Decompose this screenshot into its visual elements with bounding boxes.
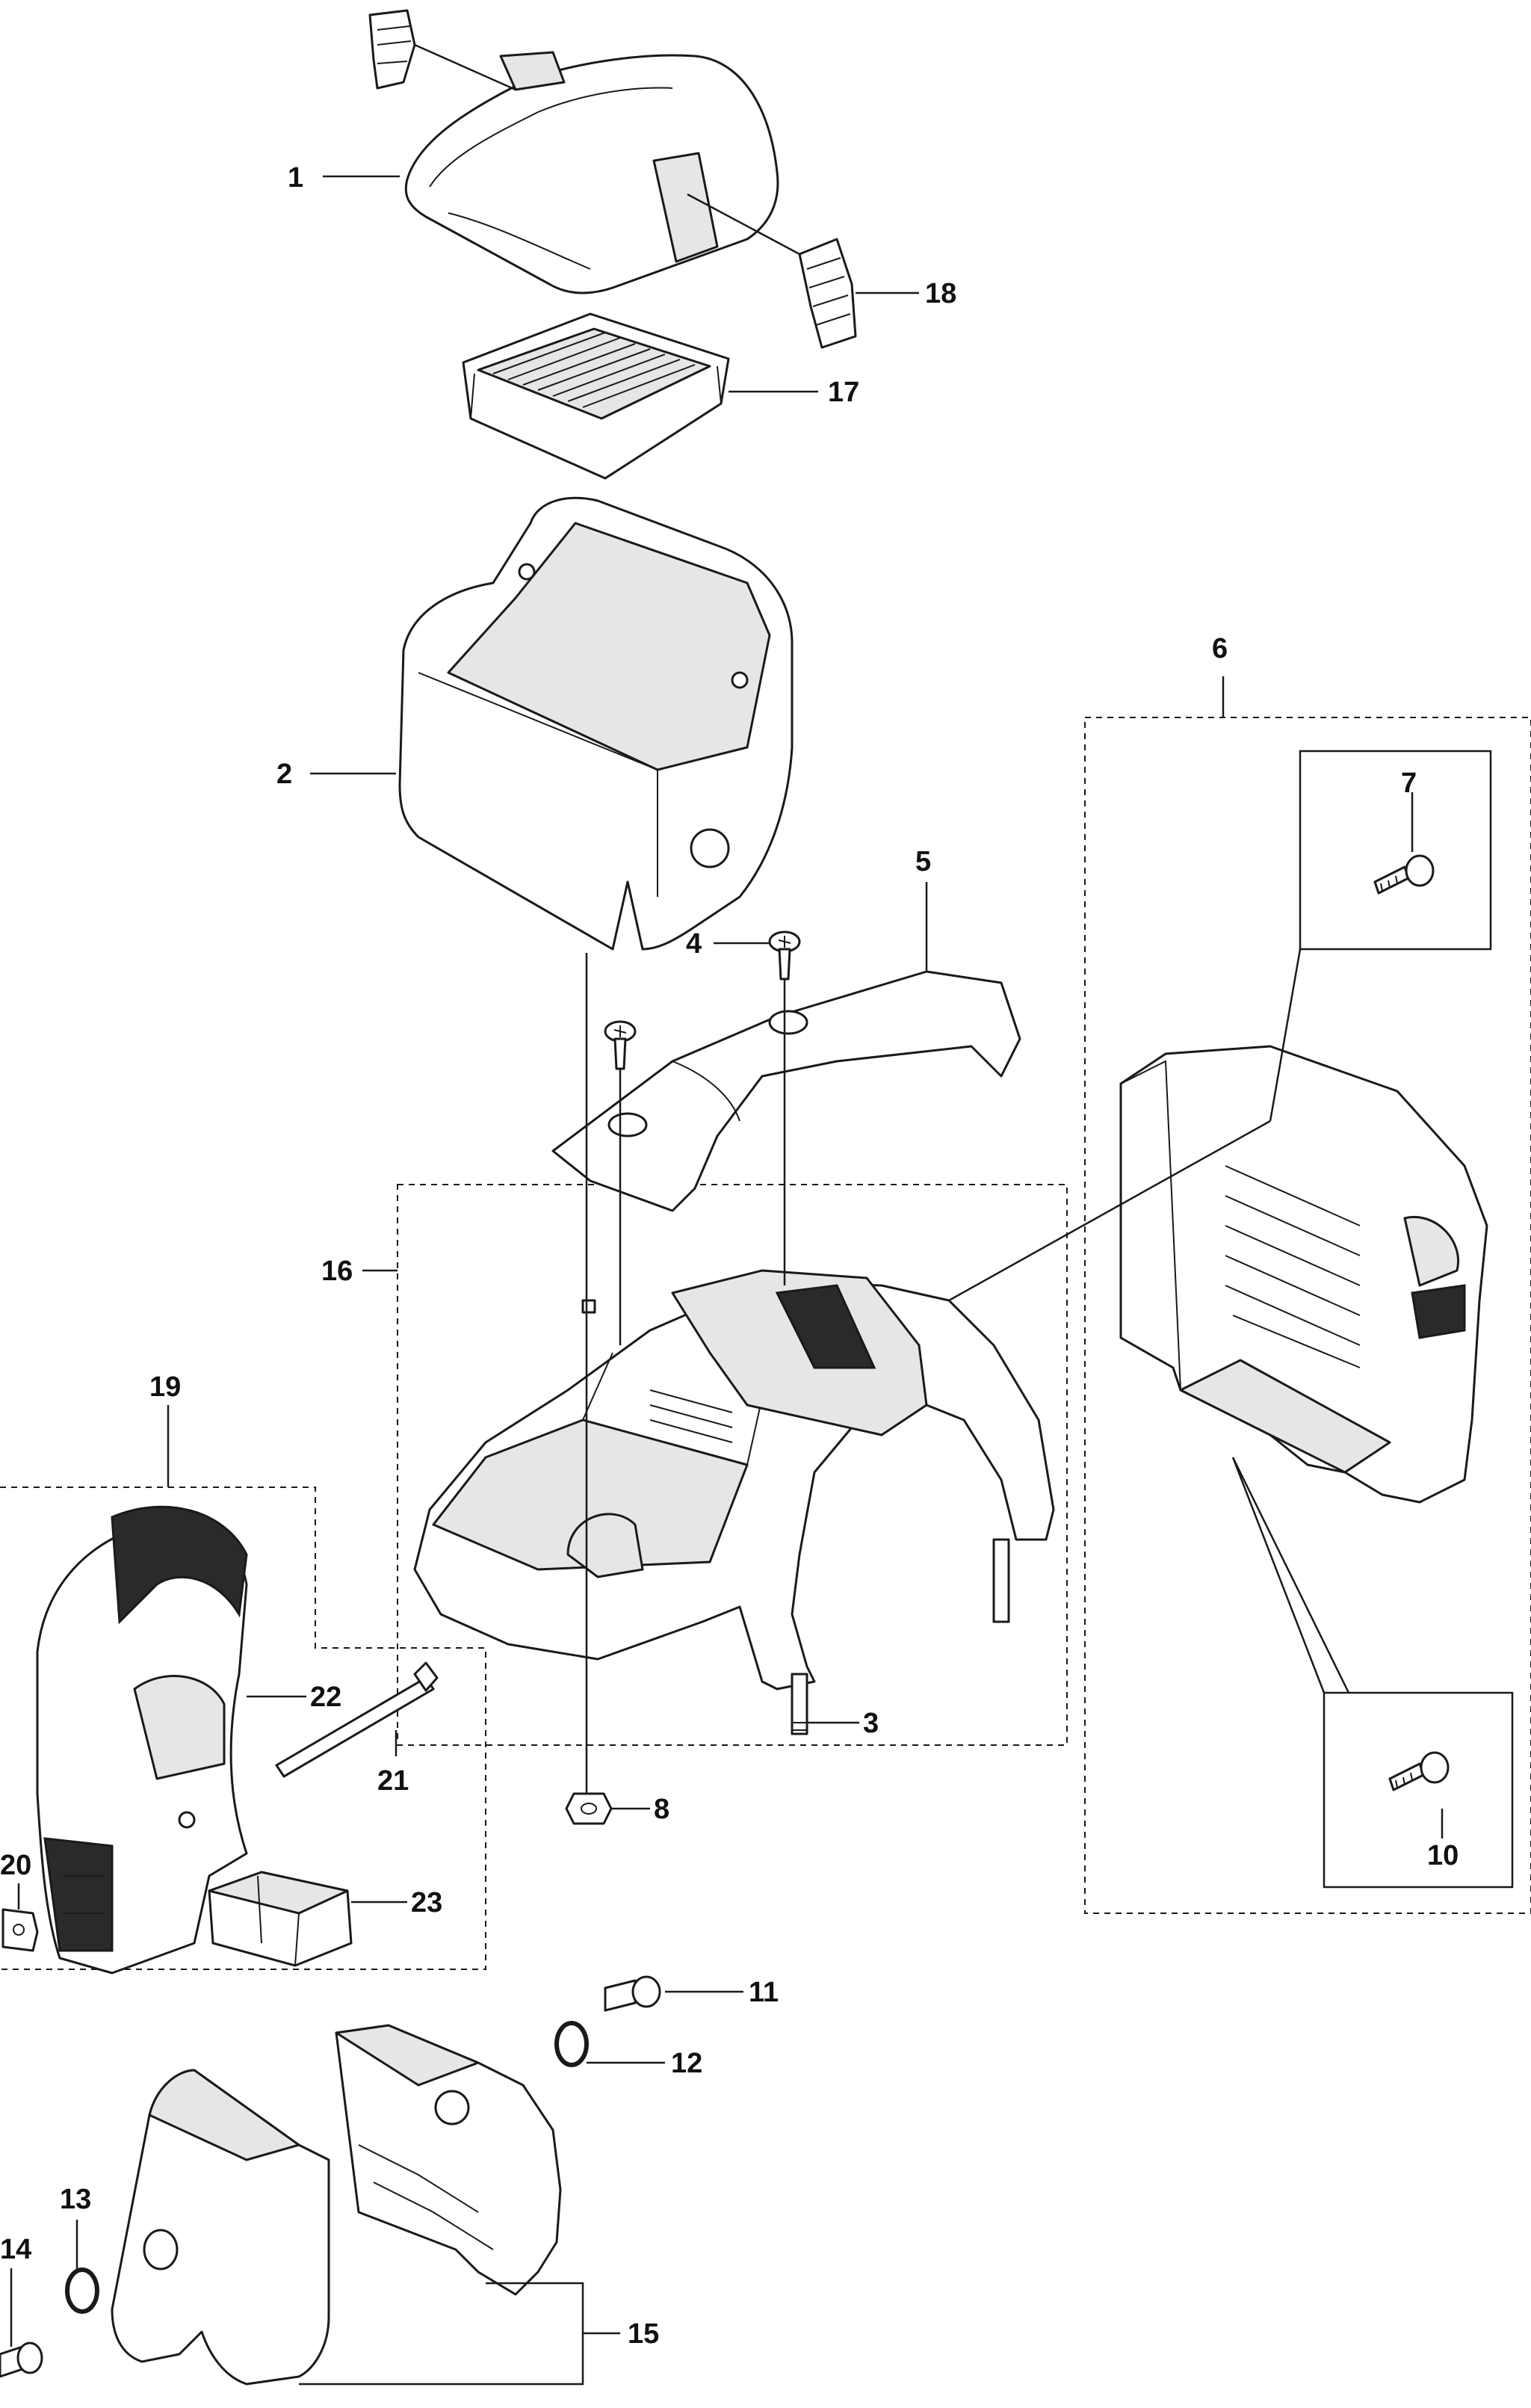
clip-top <box>368 9 416 90</box>
screw-11 <box>604 1975 661 2012</box>
callout-8: 8 <box>654 1794 669 1825</box>
callout-11: 11 <box>749 1977 779 2008</box>
screw-14 <box>0 2341 43 2378</box>
nut-20 <box>1 1908 39 1952</box>
callout-2: 2 <box>276 759 292 790</box>
callout-22: 22 <box>310 1682 341 1713</box>
group-box-6 <box>1084 717 1531 1914</box>
air-filter-cover <box>404 51 779 294</box>
callout-6: 6 <box>1212 633 1228 664</box>
bolt-21 <box>275 1661 439 1778</box>
engine-cover <box>413 1269 1055 1735</box>
bolt-3 <box>792 1722 807 1731</box>
callout-labels: 1 2 3 4 5 6 7 8 10 11 12 13 14 15 16 17 … <box>0 162 1459 2350</box>
callout-5: 5 <box>915 846 931 877</box>
screw-4-b <box>604 1020 637 1070</box>
callout-19: 19 <box>149 1371 181 1403</box>
air-box-housing <box>398 496 794 951</box>
callout-12: 12 <box>671 2048 702 2079</box>
callout-15: 15 <box>628 2318 659 2350</box>
group-box-19 <box>0 1487 486 1970</box>
handle-housing-rear <box>335 2024 562 2296</box>
callout-3: 3 <box>863 1708 879 1739</box>
top-handle <box>551 970 1021 1212</box>
callout-20: 20 <box>0 1850 31 1881</box>
leader-lines <box>10 43 1444 2386</box>
callout-4: 4 <box>686 928 702 960</box>
callout-7: 7 <box>1401 768 1417 799</box>
callout-18: 18 <box>925 278 956 309</box>
sub-box-10 <box>1323 1691 1514 1889</box>
o-ring-13 <box>65 2267 99 2314</box>
callout-23: 23 <box>411 1887 442 1918</box>
handle-housing-front <box>111 2069 330 2386</box>
latch-clip-18 <box>798 238 857 349</box>
callout-1: 1 <box>288 162 303 194</box>
group-box-16 <box>397 1184 1068 1746</box>
callout-14: 14 <box>0 2234 31 2265</box>
cylinder-cover <box>1119 1045 1488 1504</box>
callout-10: 10 <box>1427 1840 1459 1871</box>
clamp-block-23 <box>208 1871 353 1967</box>
o-ring-12 <box>554 2021 589 2067</box>
sub-box-7 <box>1299 750 1492 951</box>
screw-4-a <box>768 930 801 981</box>
callout-21: 21 <box>377 1765 409 1797</box>
bolt-7 <box>1373 854 1435 895</box>
front-handle-22 <box>36 1505 248 1975</box>
nut-8 <box>565 1792 613 1825</box>
bolt-10 <box>1388 1751 1450 1791</box>
callout-13: 13 <box>60 2184 91 2215</box>
callout-17: 17 <box>828 377 859 408</box>
callout-16: 16 <box>321 1256 353 1287</box>
air-filter-element <box>462 312 730 480</box>
